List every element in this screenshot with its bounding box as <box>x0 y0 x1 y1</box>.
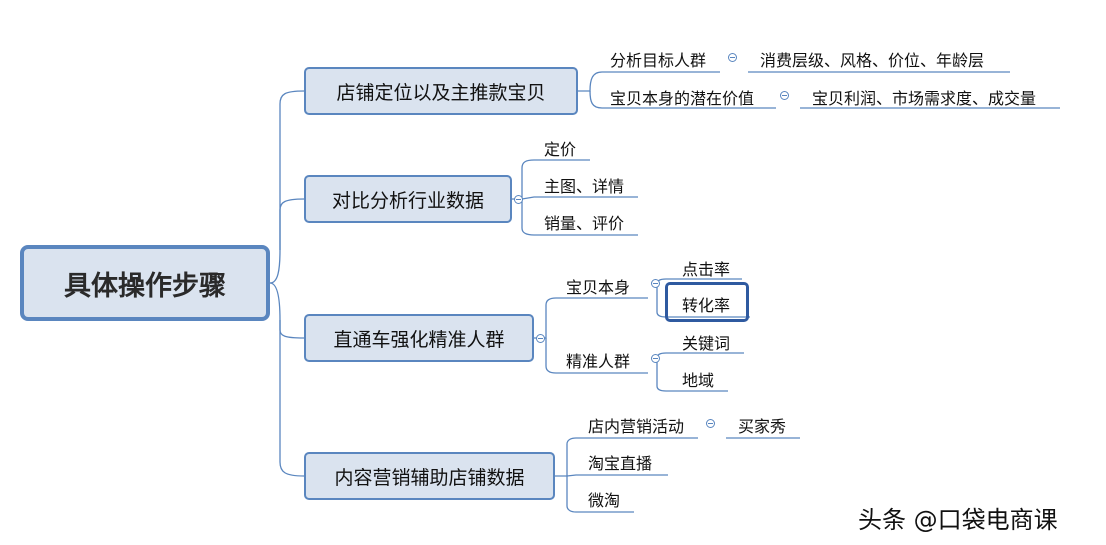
collapse-toggle[interactable] <box>536 334 545 343</box>
topic-label: 内容营销辅助店铺数据 <box>334 466 525 489</box>
subtopic-target-audience[interactable]: 分析目标人群 <box>610 51 707 70</box>
subtopic-sales-reviews[interactable]: 销量、评价 <box>544 214 625 233</box>
topic-through-train[interactable]: 直通车强化精准人群 <box>304 314 534 362</box>
leaf-region[interactable]: 地域 <box>682 371 715 390</box>
topic-content-marketing[interactable]: 内容营销辅助店铺数据 <box>304 452 555 500</box>
subtopic-pricing[interactable]: 定价 <box>544 140 577 159</box>
collapse-toggle[interactable] <box>728 53 737 62</box>
leaf-keywords[interactable]: 关键词 <box>682 334 731 353</box>
topic-label: 直通车强化精准人群 <box>333 328 505 351</box>
subtopic-images-details[interactable]: 主图、详情 <box>544 177 625 196</box>
selection-outline <box>665 282 749 322</box>
collapse-toggle[interactable] <box>651 354 660 363</box>
collapse-toggle[interactable] <box>706 419 715 428</box>
detail-audience-attributes[interactable]: 消费层级、风格、价位、年龄层 <box>760 51 985 70</box>
collapse-toggle[interactable] <box>514 195 523 204</box>
topic-label: 店铺定位以及主推款宝贝 <box>336 81 546 104</box>
subtopic-product-value[interactable]: 宝贝本身的潜在价值 <box>610 89 755 108</box>
subtopic-precise-audience[interactable]: 精准人群 <box>566 352 631 371</box>
subtopic-store-campaigns[interactable]: 店内营销活动 <box>588 417 685 436</box>
subtopic-taobao-live[interactable]: 淘宝直播 <box>588 454 653 473</box>
topic-label: 对比分析行业数据 <box>331 189 484 212</box>
topic-store-positioning[interactable]: 店铺定位以及主推款宝贝 <box>304 67 578 115</box>
topic-industry-data[interactable]: 对比分析行业数据 <box>304 175 512 223</box>
leaf-click-rate[interactable]: 点击率 <box>682 260 731 279</box>
root-node[interactable]: 具体操作步骤 <box>20 245 270 321</box>
leaf-conversion-rate[interactable]: 转化率 <box>682 296 731 315</box>
detail-buyer-show[interactable]: 买家秀 <box>738 417 787 436</box>
subtopic-weitao[interactable]: 微淘 <box>588 491 621 510</box>
watermark: 头条 @口袋电商课 <box>858 506 1058 534</box>
root-label: 具体操作步骤 <box>64 270 226 302</box>
collapse-toggle[interactable] <box>651 279 660 288</box>
collapse-toggle[interactable] <box>780 91 789 100</box>
detail-product-metrics[interactable]: 宝贝利润、市场需求度、成交量 <box>812 89 1037 108</box>
subtopic-product-itself[interactable]: 宝贝本身 <box>566 278 631 297</box>
